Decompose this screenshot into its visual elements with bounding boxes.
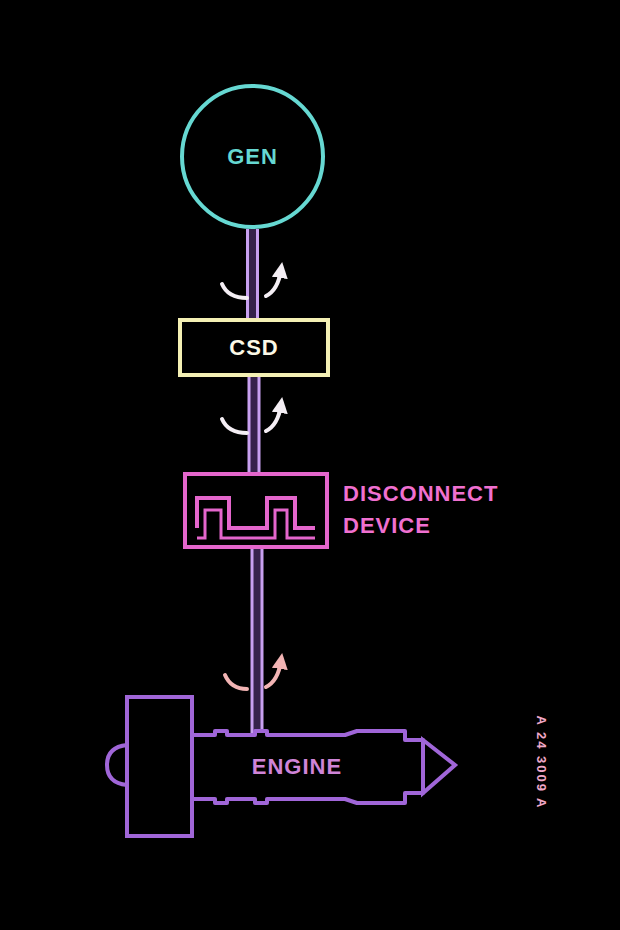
disconnect-device-box: DISCONNECT DEVICE xyxy=(183,472,329,549)
square-wave xyxy=(197,498,315,528)
node-label: DISCONNECT DEVICE xyxy=(343,478,513,542)
drive-shaft xyxy=(252,549,262,733)
engine-shape: ENGINE xyxy=(105,695,455,840)
figure-number: A 24 3009 A xyxy=(534,715,549,809)
node-label: GEN xyxy=(227,144,278,170)
node-label: CSD xyxy=(229,335,278,361)
drive-shaft xyxy=(248,229,258,318)
csd-box: CSD xyxy=(178,318,330,377)
node-label: ENGINE xyxy=(252,754,342,780)
square-wave xyxy=(197,510,315,538)
drive-shaft xyxy=(249,377,259,472)
generator-circle: GEN xyxy=(180,84,325,229)
disconnect-device-box-outline xyxy=(183,472,329,549)
